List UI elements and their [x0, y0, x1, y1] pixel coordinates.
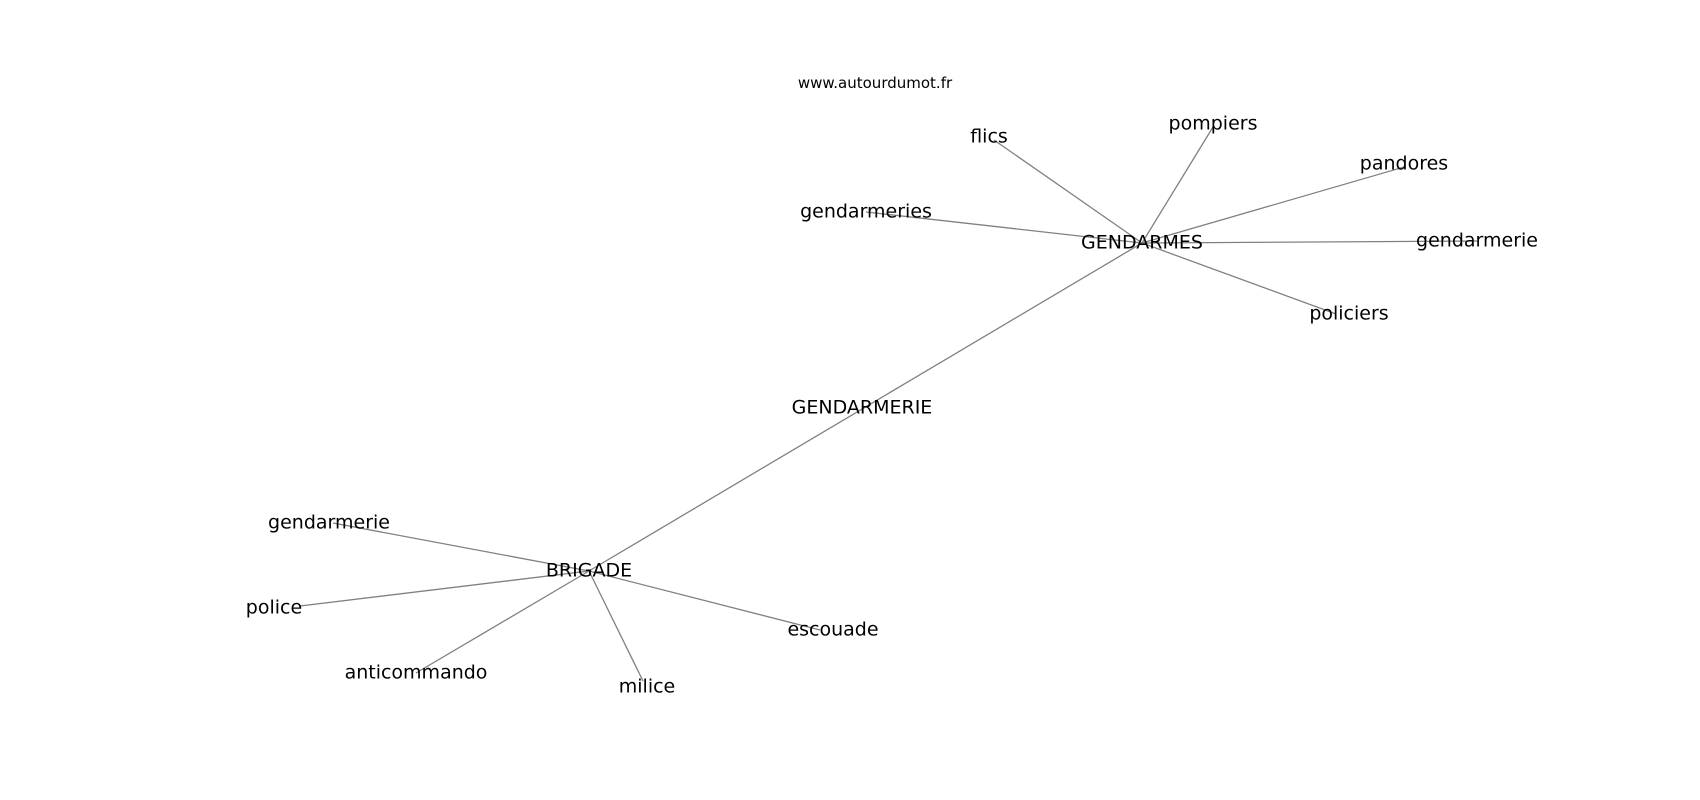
word-pompiers[interactable]: pompiers — [1168, 112, 1258, 135]
word-police[interactable]: police — [245, 596, 303, 619]
word-gendarmeries[interactable]: gendarmeries — [800, 200, 932, 223]
edge-gendarmes-flics — [993, 139, 1143, 244]
edge-brigade-milice — [588, 570, 644, 682]
word-gendarmerie-left[interactable]: gendarmerie — [268, 511, 390, 534]
edge-brigade-anticommando — [415, 570, 590, 674]
edge-gendarmes-gendarmeries — [865, 211, 1143, 244]
edge-gendarmes-brigade — [588, 242, 1143, 572]
word-policiers[interactable]: policiers — [1309, 302, 1389, 325]
edge-brigade-gendarmerie_left — [332, 522, 590, 572]
word-anticommando[interactable]: anticommando — [344, 661, 488, 684]
edge-brigade-escouade — [588, 570, 821, 631]
hub-word-gendarmes[interactable]: GENDARMES — [1081, 231, 1203, 254]
edge-gendarmes-gendarmerie_right — [1141, 240, 1478, 244]
word-milice[interactable]: milice — [618, 675, 676, 698]
center-word-gendarmerie[interactable]: GENDARMERIE — [791, 396, 933, 419]
edge-brigade-police — [299, 570, 590, 607]
word-gendarmerie-right[interactable]: gendarmerie — [1416, 229, 1538, 252]
watermark-text: www.autourdumot.fr — [797, 74, 953, 92]
word-flics[interactable]: flics — [970, 125, 1008, 148]
edge-gendarmes-policiers — [1141, 242, 1337, 315]
graph-edges — [299, 126, 1478, 682]
word-pandores[interactable]: pandores — [1359, 152, 1449, 175]
edge-gendarmes-pompiers — [1141, 126, 1214, 244]
edge-gendarmes-pandores — [1141, 166, 1405, 244]
word-escouade[interactable]: escouade — [787, 618, 879, 641]
hub-word-brigade[interactable]: BRIGADE — [545, 559, 633, 582]
